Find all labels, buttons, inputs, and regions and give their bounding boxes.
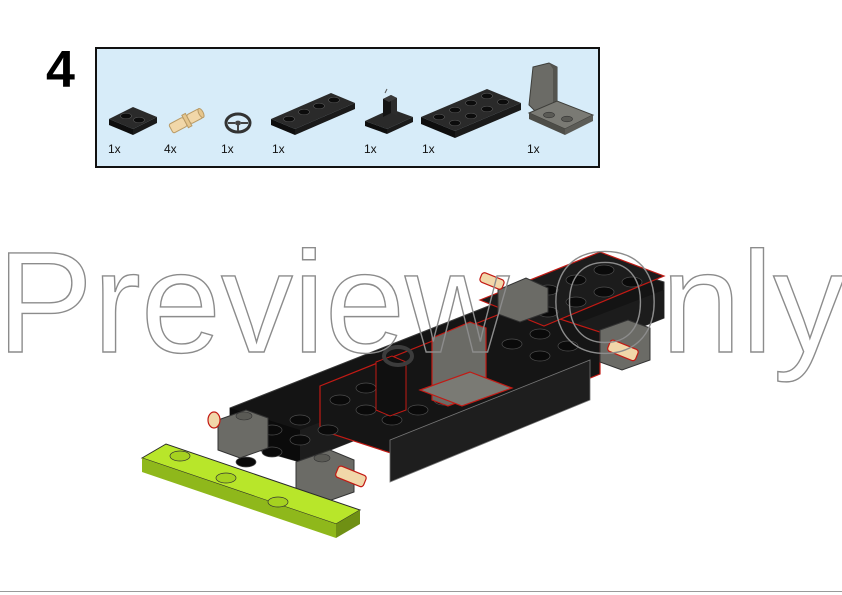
gray-brick-front-left xyxy=(207,409,269,459)
part-quantity: 1x xyxy=(422,142,435,156)
step-number: 4 xyxy=(46,41,75,99)
gray-brick-rear-left xyxy=(479,272,549,323)
part-quantity: 4x xyxy=(164,142,177,156)
parts-list-box: 1x 4x 1x 1x 1x xyxy=(95,47,600,168)
tan-axle-pin-icon xyxy=(168,107,205,134)
steering-wheel-icon xyxy=(224,112,252,134)
part-quantity: 1x xyxy=(272,142,285,156)
gray-brick-rear-right xyxy=(599,319,651,371)
part-quantity: 1x xyxy=(527,142,540,156)
watermark-text: Preview Only xyxy=(0,222,842,383)
gray-brick-front-right xyxy=(295,449,367,505)
steering-assembly xyxy=(375,345,414,417)
part-quantity: 1x xyxy=(364,142,377,156)
black-plate-1x4-icon xyxy=(271,93,355,135)
black-plate-with-handle-icon xyxy=(365,88,413,134)
black-plate-1x2-icon xyxy=(109,107,157,135)
gray-seat-model xyxy=(418,321,514,407)
part-quantity: 1x xyxy=(221,142,234,156)
lime-front-bumper xyxy=(140,443,362,538)
page-footer-divider xyxy=(0,591,842,592)
part-quantity: 1x xyxy=(108,142,121,156)
black-plate-2x4-icon xyxy=(421,89,521,138)
gray-seat-icon xyxy=(527,62,595,135)
